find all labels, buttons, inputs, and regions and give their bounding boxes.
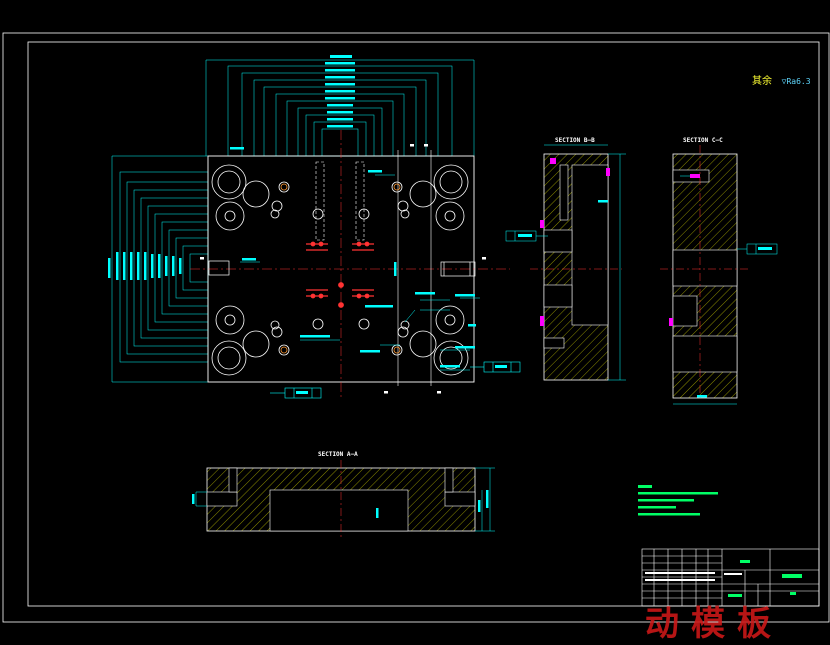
plan-view [108, 55, 521, 400]
technical-notes [638, 485, 718, 516]
surface-roughness-note: 其余 ▽Ra6.3 [752, 69, 811, 88]
section-bb-label: SECTION B—B [555, 137, 595, 144]
left-dim-texts [108, 252, 182, 280]
roughness-prefix: 其余 [752, 76, 772, 87]
callouts [240, 174, 480, 371]
cooling-channels [315, 161, 365, 241]
inner-frame [27, 41, 820, 607]
gdt-frames [270, 361, 521, 399]
section-aa-view [192, 460, 495, 540]
ejector-clusters [306, 241, 374, 308]
section-markers [200, 144, 486, 394]
side-hole-blocks [208, 260, 476, 277]
top-dim-texts [230, 55, 355, 150]
holes [211, 164, 469, 376]
centerlines [190, 130, 510, 400]
outer-frame [2, 32, 830, 623]
roughness-value: Ra6.3 [786, 77, 811, 86]
roughness-symbol-icon: ▽ [781, 77, 787, 86]
section-cc-view [660, 145, 778, 405]
section-cc-label: SECTION C—C [683, 137, 723, 144]
section-aa-label: SECTION A—A [318, 451, 358, 458]
top-dimensions [205, 59, 475, 157]
orange-holes [280, 183, 401, 354]
title-block [641, 548, 820, 607]
watermark-text: 动模板 [645, 604, 783, 644]
section-bb-view [505, 144, 626, 381]
